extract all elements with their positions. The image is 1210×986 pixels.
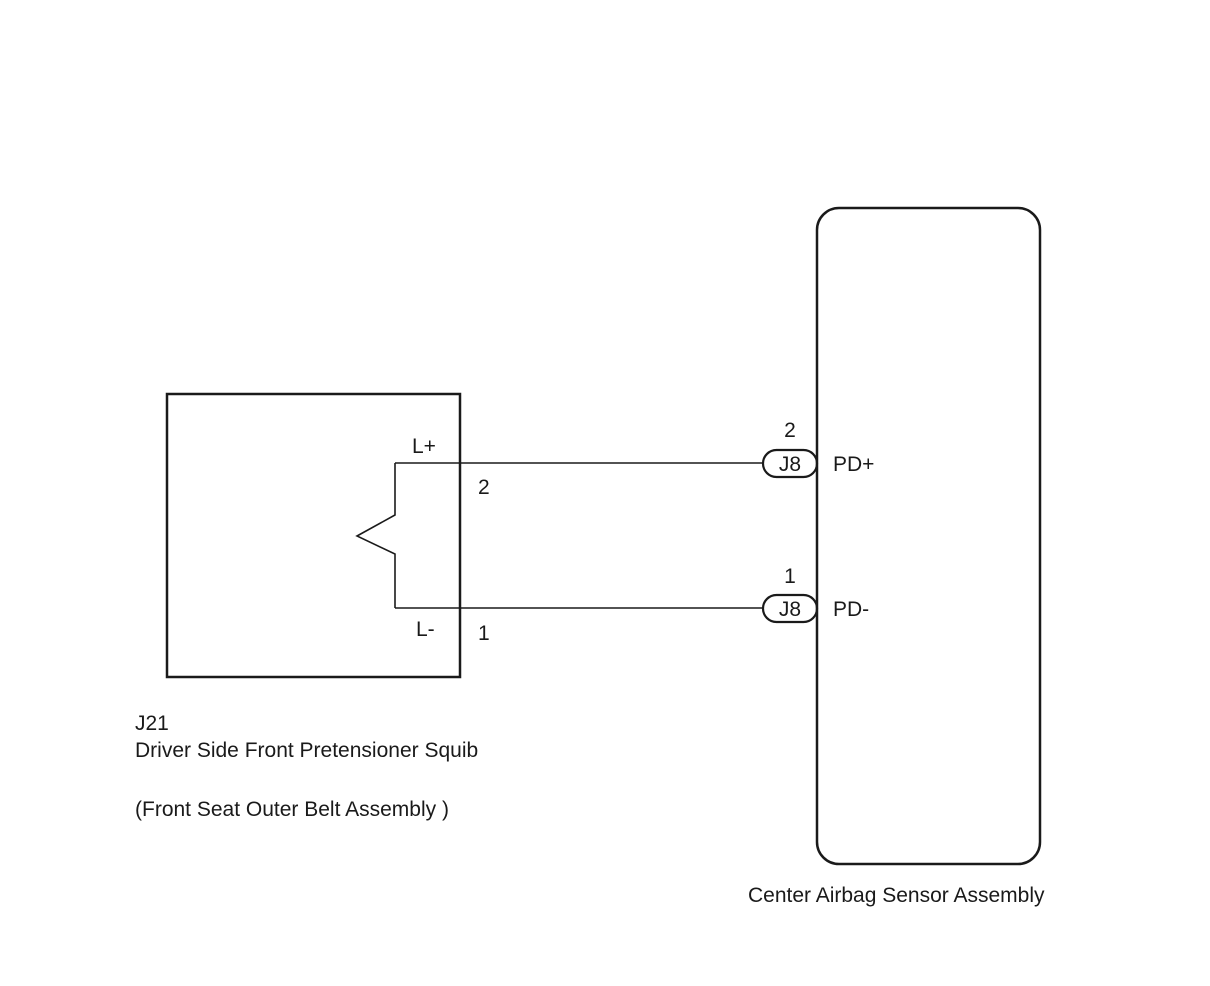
sensor-name: Center Airbag Sensor Assembly: [748, 884, 1045, 907]
connector-id-minus: J8: [779, 598, 801, 621]
squib-box: [165, 392, 462, 679]
squib-pin-plus: 2: [478, 476, 490, 499]
squib-name: Driver Side Front Pretensioner Squib: [135, 739, 478, 762]
connector-capsule-plus: [761, 448, 819, 479]
connector-capsule-minus: [761, 593, 819, 624]
sensor-terminal-minus-label: PD-: [833, 598, 869, 621]
squib-terminal-plus-label: L+: [412, 435, 436, 458]
sensor-terminal-plus-label: PD+: [833, 453, 874, 476]
connector-id-plus: J8: [779, 453, 801, 476]
squib-element-symbol: [355, 463, 396, 608]
squib-subname: (Front Seat Outer Belt Assembly ): [135, 798, 449, 821]
sensor-pin-minus: 1: [784, 565, 796, 588]
sensor-box: [815, 206, 1042, 866]
squib-terminal-minus-label: L-: [416, 618, 435, 641]
squib-pin-minus: 1: [478, 622, 490, 645]
squib-connector-id: J21: [135, 712, 169, 735]
sensor-pin-plus: 2: [784, 419, 796, 442]
